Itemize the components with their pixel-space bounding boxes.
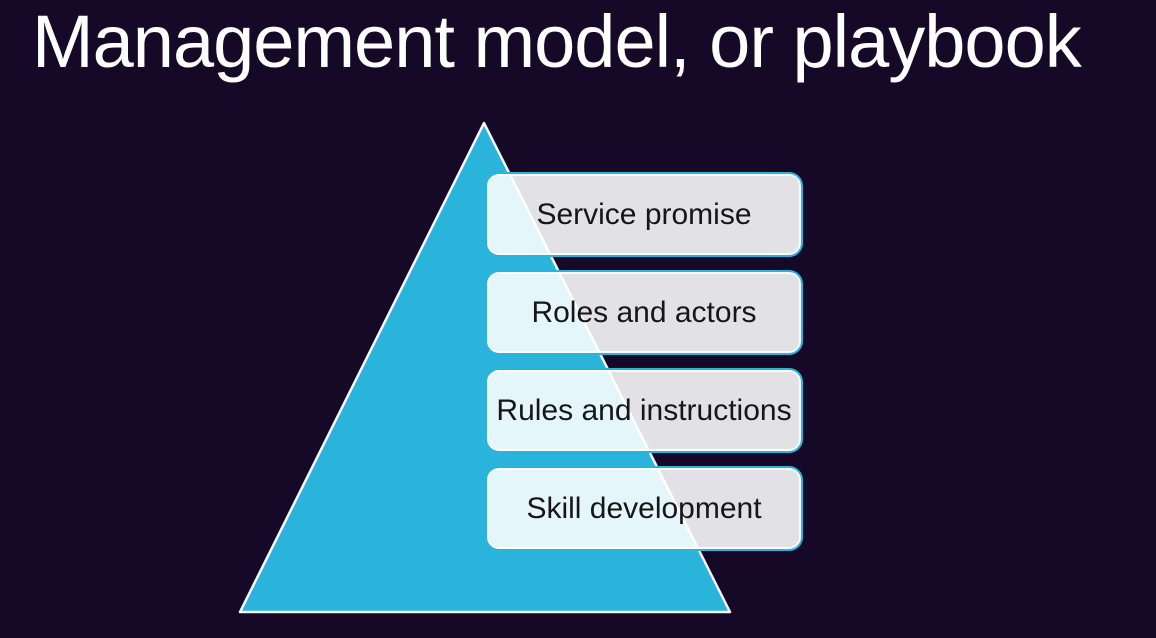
pyramid-level-label: Skill development <box>526 491 762 525</box>
pyramid-level-box-4: Skill development <box>485 466 803 551</box>
slide-title: Management model, or playbook <box>32 0 1082 83</box>
pyramid-level-box-2: Roles and actors <box>485 270 803 355</box>
pyramid-level-box-1: Service promise <box>485 172 803 257</box>
pyramid-level-label: Roles and actors <box>531 295 757 329</box>
pyramid-level-box-3: Rules and instructions <box>485 368 803 453</box>
pyramid-level-label: Service promise <box>536 197 752 231</box>
pyramid-level-label: Rules and instructions <box>496 393 792 427</box>
